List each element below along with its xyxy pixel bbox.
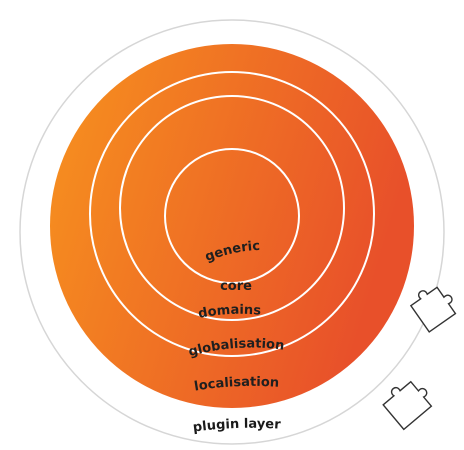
- domains-label: domains: [197, 303, 262, 322]
- puzzle-piece-icon: [382, 380, 433, 431]
- plugin-layer-label: plugin layer: [192, 417, 282, 436]
- core-ring: [164, 148, 300, 284]
- domains-ring: [119, 95, 345, 321]
- core-label-line2: core: [220, 279, 252, 294]
- globalisation-ring: [89, 71, 375, 357]
- puzzle-piece-icon: [409, 286, 457, 333]
- localisation-label: localisation: [193, 375, 279, 395]
- localisation-ring: [50, 44, 414, 408]
